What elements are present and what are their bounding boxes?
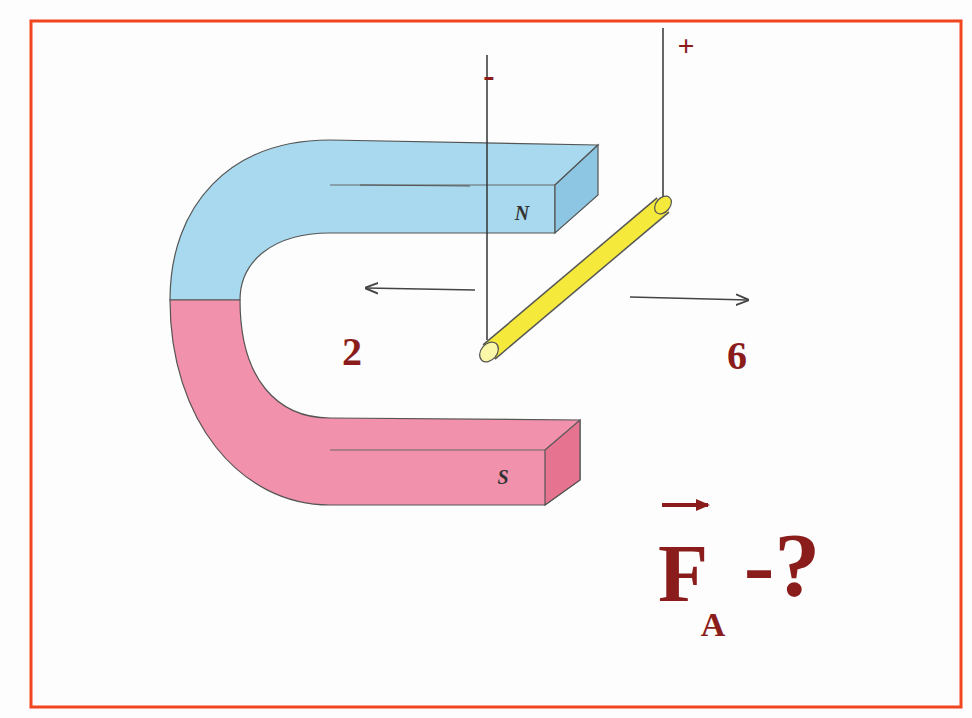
polarity-sign: + <box>677 31 694 61</box>
vector-arrowhead <box>696 499 710 511</box>
conductor-outline <box>489 205 663 352</box>
direction-arrow <box>630 297 748 300</box>
callout-number: 2 <box>342 332 362 372</box>
conductor <box>489 205 663 352</box>
force-symbol: F <box>658 533 708 615</box>
edge-line <box>360 185 470 186</box>
pole-letter: N <box>515 203 529 223</box>
conductor-end <box>476 338 502 365</box>
north-arm <box>170 140 598 300</box>
question-mark: -? <box>744 519 821 611</box>
edge-line <box>330 185 555 186</box>
wire <box>486 55 488 340</box>
south-end-face <box>545 420 580 505</box>
force-subscript: A <box>701 608 726 642</box>
pole-letter: S <box>497 467 508 487</box>
callout-number: 6 <box>727 336 747 376</box>
north-end-face <box>555 145 598 233</box>
frame <box>31 21 961 707</box>
polarity-sign: - <box>483 59 494 93</box>
direction-arrow <box>366 288 475 290</box>
conductor-end <box>651 193 675 217</box>
edge-line <box>330 450 545 451</box>
wire <box>662 28 664 200</box>
